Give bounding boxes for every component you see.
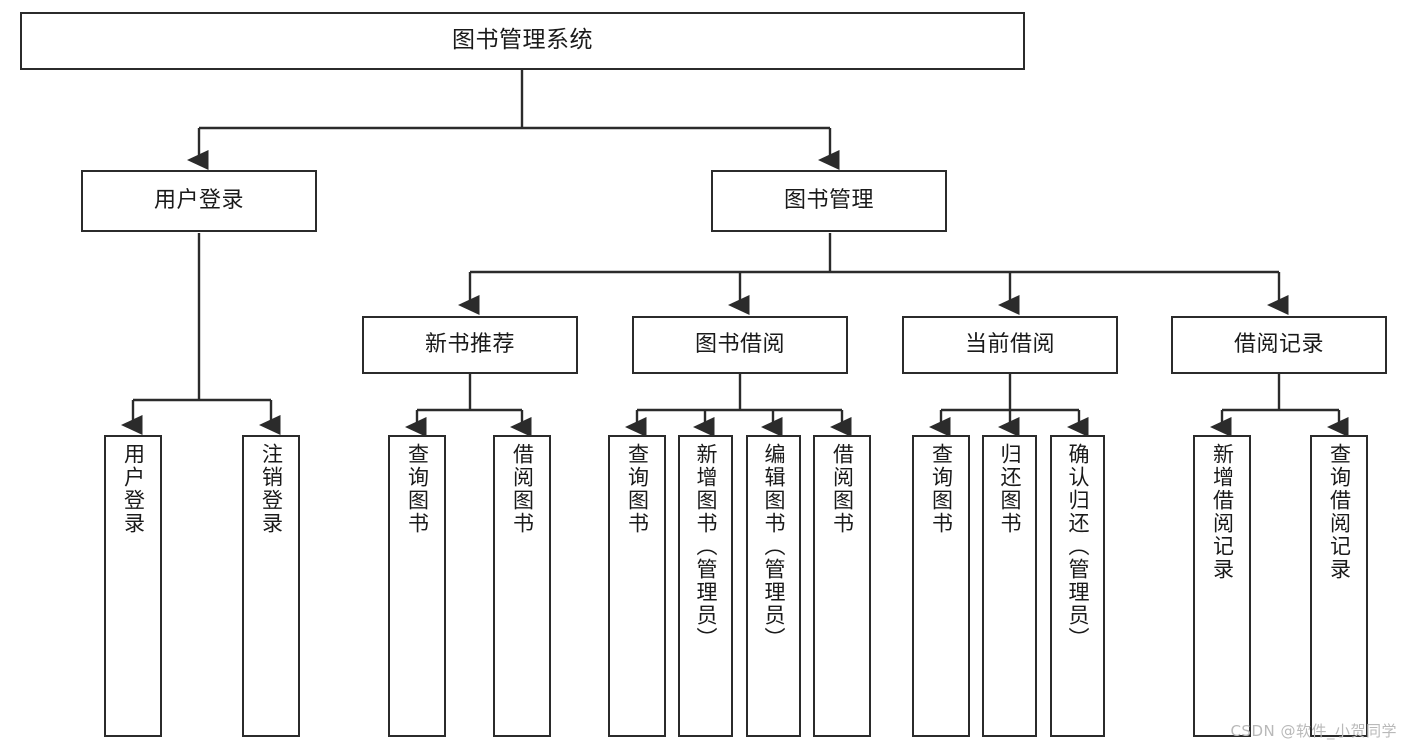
- node-leaf-logout-login[interactable]: 注销登录: [242, 435, 300, 737]
- node-leaf-confirm-return[interactable]: 确认归还（管理员）: [1050, 435, 1105, 737]
- node-current-borrow[interactable]: 当前借阅: [902, 316, 1118, 374]
- node-leaf-query-record[interactable]: 查询借阅记录: [1310, 435, 1368, 737]
- node-label: 查询借阅记录: [1327, 443, 1352, 581]
- node-label: 确认归还（管理员）: [1066, 443, 1090, 650]
- node-leaf-query-book-2[interactable]: 查询图书: [608, 435, 666, 737]
- node-label: 编辑图书（管理员）: [762, 443, 786, 650]
- node-label: 新增图书（管理员）: [694, 443, 718, 650]
- node-leaf-query-book-1[interactable]: 查询图书: [388, 435, 446, 737]
- node-book-borrow[interactable]: 图书借阅: [632, 316, 848, 374]
- node-leaf-add-record[interactable]: 新增借阅记录: [1193, 435, 1251, 737]
- node-label: 图书管理系统: [452, 27, 593, 54]
- watermark: CSDN @软件_小贺同学: [1230, 722, 1397, 740]
- node-leaf-edit-book[interactable]: 编辑图书（管理员）: [746, 435, 801, 737]
- node-label: 图书借阅: [694, 332, 785, 358]
- node-label: 查询图书: [929, 443, 954, 535]
- node-user-login[interactable]: 用户登录: [81, 170, 317, 232]
- node-label: 新增借阅记录: [1210, 443, 1235, 581]
- node-leaf-borrow-book-2[interactable]: 借阅图书: [813, 435, 871, 737]
- node-label: 注销登录: [259, 443, 284, 535]
- node-leaf-borrow-book-1[interactable]: 借阅图书: [493, 435, 551, 737]
- node-label: 查询图书: [625, 443, 650, 535]
- node-label: 查询图书: [405, 443, 430, 535]
- node-leaf-user-login[interactable]: 用户登录: [104, 435, 162, 737]
- node-leaf-return-book[interactable]: 归还图书: [982, 435, 1037, 737]
- node-label: 用户登录: [153, 188, 244, 214]
- node-leaf-add-book[interactable]: 新增图书（管理员）: [678, 435, 733, 737]
- node-label: 图书管理: [783, 188, 874, 214]
- node-label: 借阅图书: [510, 443, 535, 535]
- node-label: 归还图书: [998, 443, 1022, 535]
- node-root-book-management-system[interactable]: 图书管理系统: [20, 12, 1025, 70]
- node-label: 新书推荐: [424, 332, 515, 358]
- node-new-book-recommend[interactable]: 新书推荐: [362, 316, 578, 374]
- node-leaf-query-book-3[interactable]: 查询图书: [912, 435, 970, 737]
- node-book-manage[interactable]: 图书管理: [711, 170, 947, 232]
- node-label: 当前借阅: [964, 332, 1055, 358]
- node-label: 用户登录: [121, 443, 146, 535]
- node-label: 借阅记录: [1233, 332, 1324, 358]
- node-borrow-record[interactable]: 借阅记录: [1171, 316, 1387, 374]
- node-label: 借阅图书: [830, 443, 855, 535]
